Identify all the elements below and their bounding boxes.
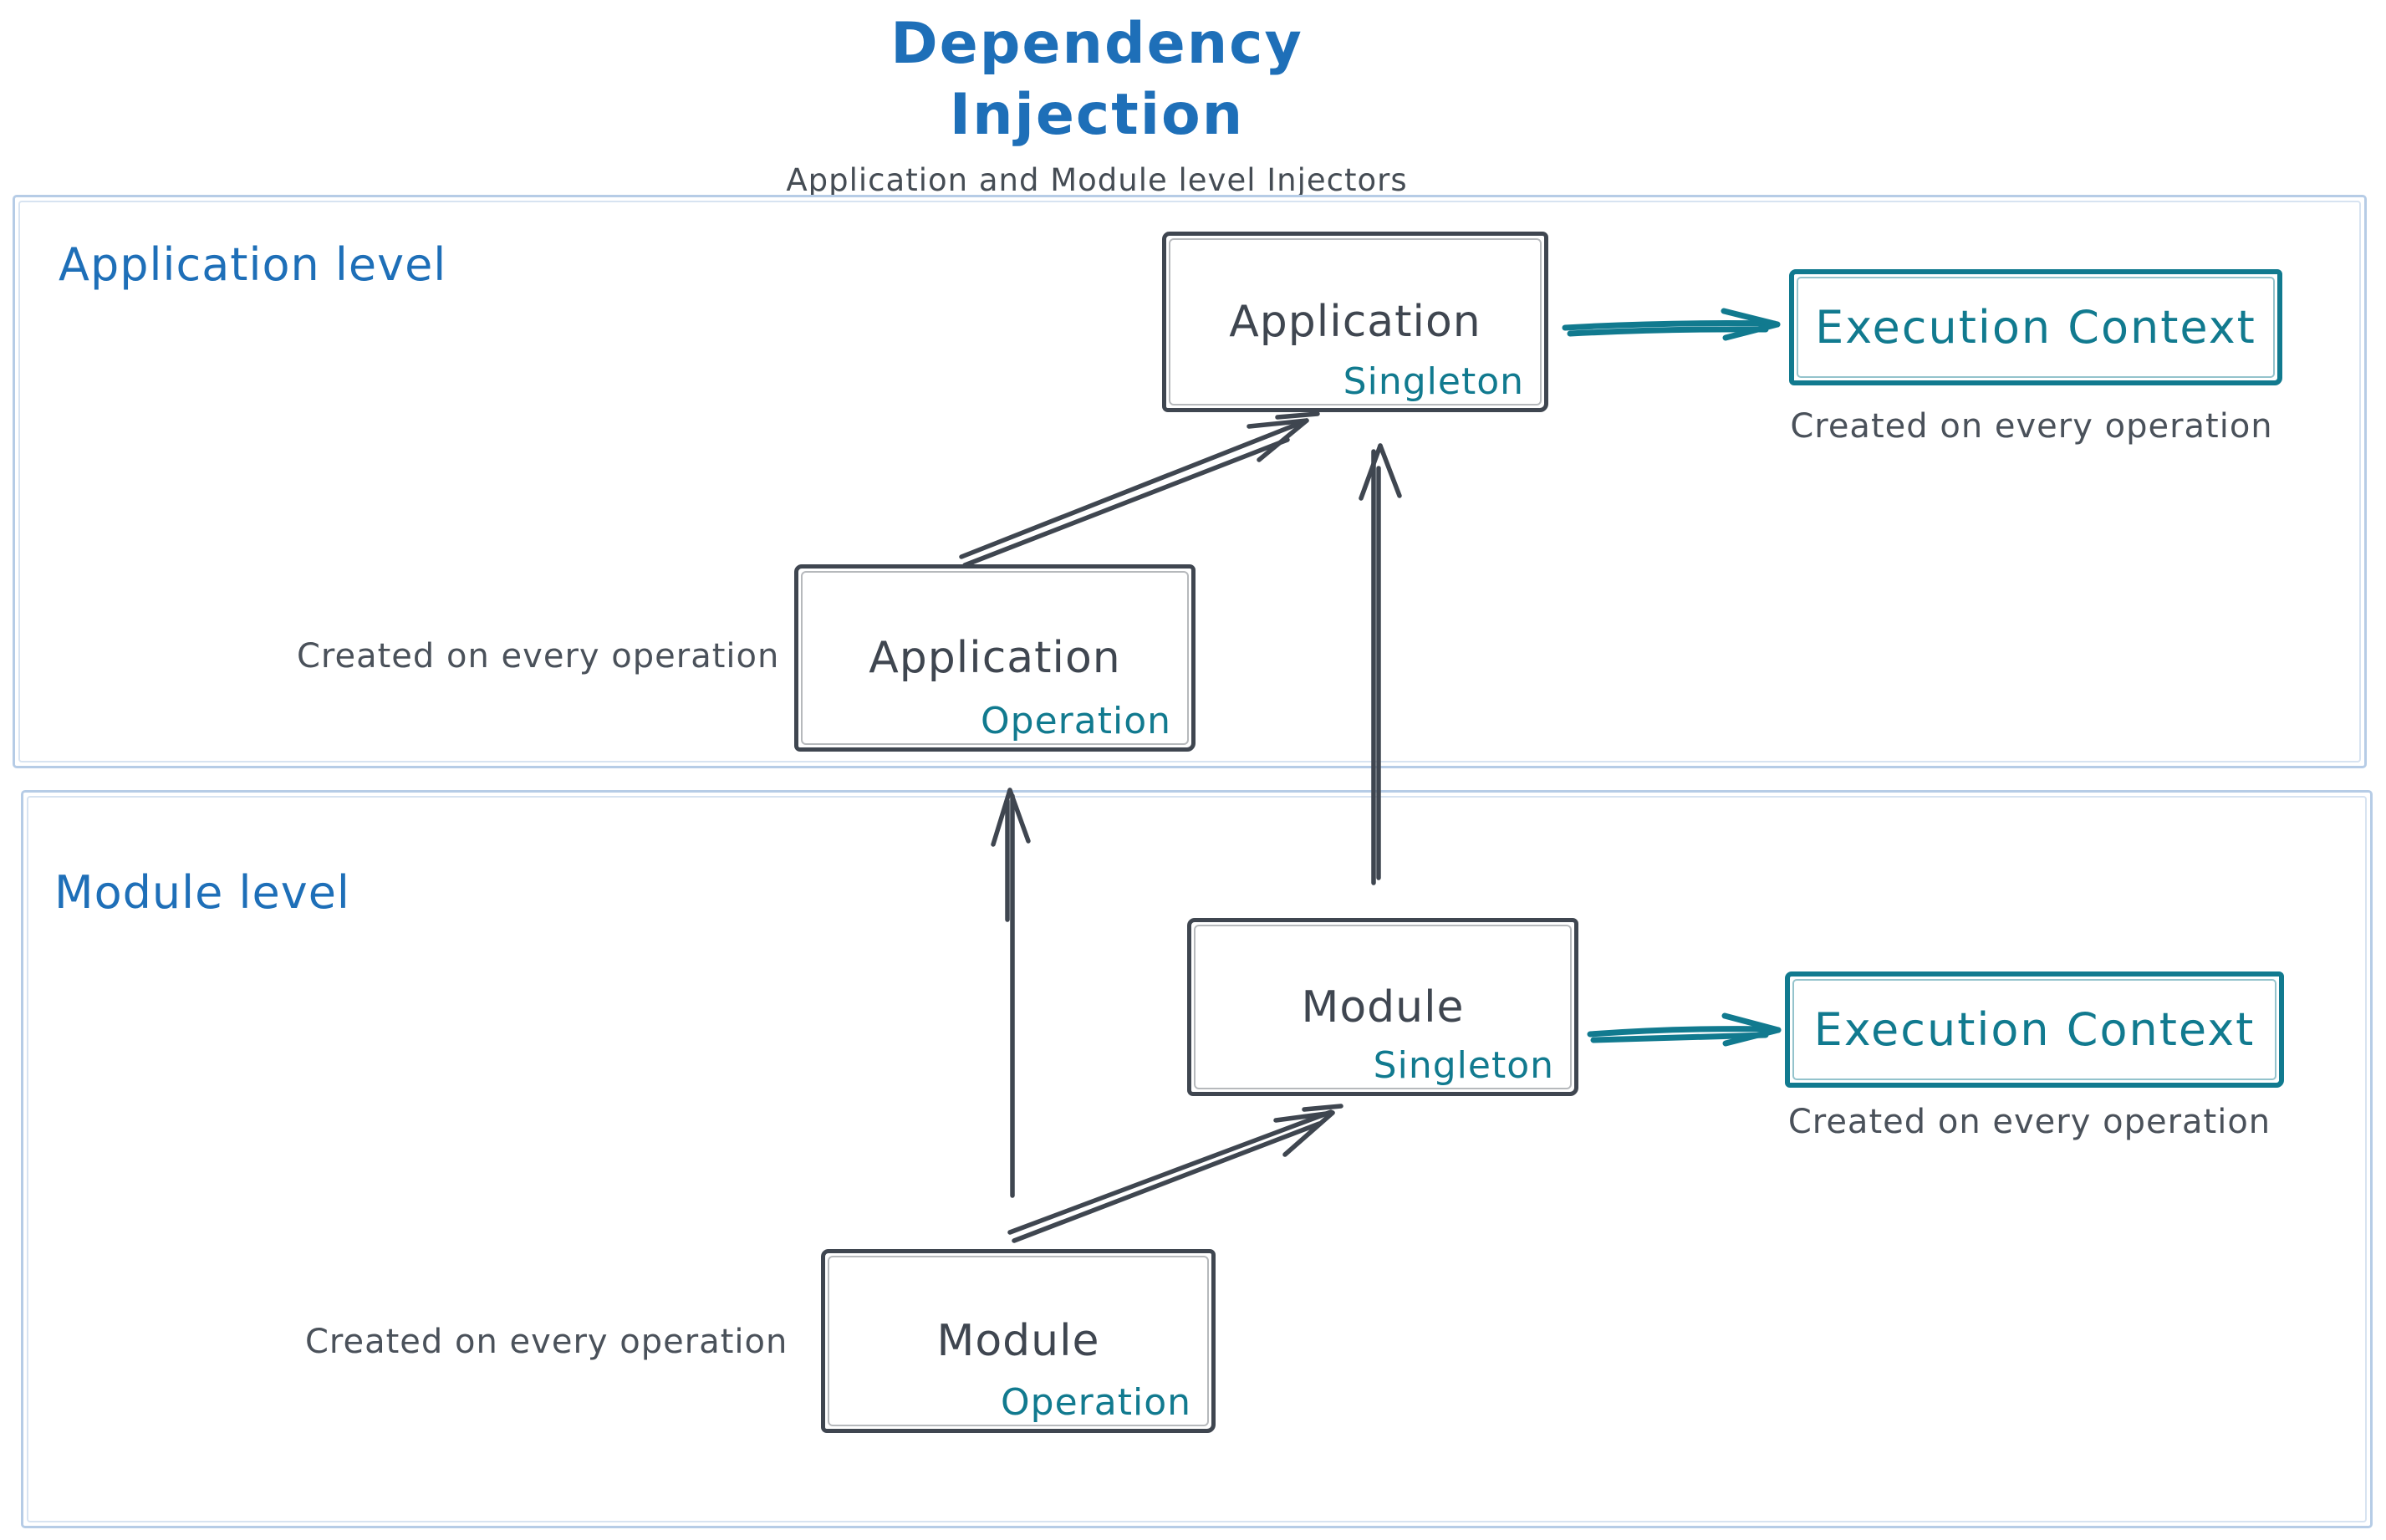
node-application-operation: Application Operation xyxy=(794,564,1196,752)
node-title: Module xyxy=(936,1316,1100,1366)
singleton-badge: Singleton xyxy=(1343,360,1524,403)
application-level-label: Application level xyxy=(59,238,447,291)
execution-context-title: Execution Context xyxy=(1815,301,2256,354)
note-created-on-every-operation: Created on every operation xyxy=(1787,1103,2271,1141)
execution-context-application: Execution Context xyxy=(1789,269,2282,385)
module-level-label: Module level xyxy=(54,866,350,919)
note-created-on-every-operation: Created on every operation xyxy=(297,637,780,676)
node-module-singleton: Module Singleton xyxy=(1187,918,1578,1096)
singleton-badge: Singleton xyxy=(1373,1044,1554,1087)
operation-badge: Operation xyxy=(981,700,1171,742)
heading: Dependency Injection Application and Mod… xyxy=(775,8,1419,198)
operation-badge: Operation xyxy=(1001,1381,1191,1424)
node-title: Application xyxy=(869,633,1121,683)
execution-context-title: Execution Context xyxy=(1813,1003,2256,1056)
diagram-title: Dependency Injection xyxy=(890,11,1303,148)
node-application-singleton: Application Singleton xyxy=(1162,232,1548,412)
node-module-operation: Module Operation xyxy=(821,1249,1216,1433)
application-level-container xyxy=(13,195,2367,768)
node-title: Module xyxy=(1301,982,1465,1033)
note-created-on-every-operation: Created on every operation xyxy=(1790,407,2273,446)
diagram-subtitle: Application and Module level Injectors xyxy=(786,162,1408,198)
module-level-container xyxy=(21,790,2373,1528)
node-title: Application xyxy=(1229,297,1481,347)
note-created-on-every-operation: Created on every operation xyxy=(305,1323,788,1361)
execution-context-module: Execution Context xyxy=(1785,971,2284,1088)
